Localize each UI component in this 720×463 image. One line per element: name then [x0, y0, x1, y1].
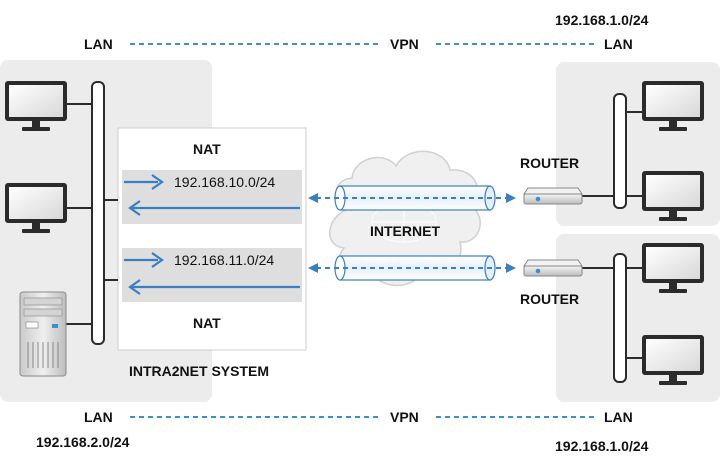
bottom-right-lan-label: LAN: [604, 409, 633, 425]
top-left-lan-label: LAN: [84, 36, 113, 52]
nat-arrows-top: [124, 174, 300, 216]
intra2net-box: [117, 127, 307, 351]
top-right-lan-label: LAN: [604, 36, 633, 52]
nat-arrows-bottom: [124, 252, 300, 295]
subnet-a-label: 192.168.10.0/24: [174, 174, 276, 190]
bottom-right-subnet-label: 192.168.1.0/24: [555, 438, 649, 454]
intra2net-system-label: INTRA2NET SYSTEM: [129, 363, 270, 379]
right-bottom-lan-bus: [582, 253, 644, 383]
cloud-icon: [329, 150, 481, 287]
left-lan-bus: [66, 81, 118, 345]
right-top-lan-bus: [582, 93, 644, 209]
bottom-left-subnet-label: 192.168.2.0/24: [36, 434, 130, 450]
router-icon: [523, 259, 583, 277]
router-bottom-label: ROUTER: [520, 291, 580, 307]
nat-bottom-label: NAT: [193, 315, 221, 331]
internet-label: INTERNET: [370, 223, 440, 239]
bottom-vpn-label: VPN: [390, 409, 419, 425]
router-top-label: ROUTER: [520, 155, 580, 171]
subnet-b-label: 192.168.11.0/24: [174, 252, 275, 268]
top-right-subnet-label: 192.168.1.0/24: [555, 12, 649, 28]
nat-top-label: NAT: [193, 141, 221, 157]
bottom-left-lan-label: LAN: [84, 409, 113, 425]
server-tower-icon: [19, 291, 67, 377]
tunnel-arrow-bottom: [308, 263, 516, 273]
router-icon: [523, 187, 583, 205]
top-vpn-label: VPN: [390, 36, 419, 52]
nat-box-bottom: [122, 248, 302, 302]
nat-box-top: [122, 170, 302, 224]
tunnel-arrow-top: [308, 193, 516, 203]
